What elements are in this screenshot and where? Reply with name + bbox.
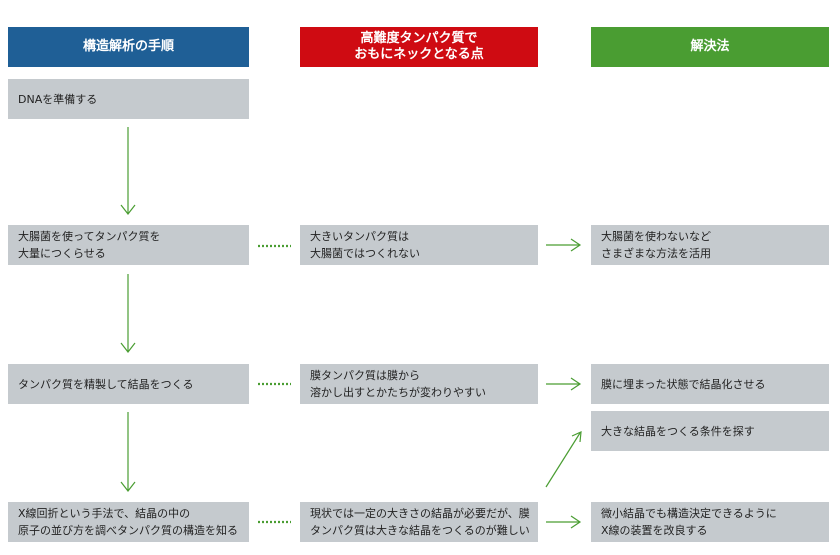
- solution-text: 大きな結晶をつくる条件を探す: [601, 424, 755, 438]
- step-box-ecoli: 大腸菌を使ってタンパク質を 大量につくらせる: [8, 225, 249, 265]
- diagonal-arrow: [545, 431, 582, 488]
- solution-text: X線の装置を改良する: [601, 524, 708, 537]
- bottleneck-text: 溶かし出すとかたちが変わりやすい: [310, 386, 486, 399]
- step-box-xray: X線回折という手法で、結晶の中の 原子の並び方を調べタンパク質の構造を知る: [8, 502, 249, 542]
- bottleneck-text: 大きいタンパク質は: [310, 230, 409, 243]
- steps-header-label: 構造解析の手順: [82, 39, 174, 54]
- step-text: タンパク質を精製して結晶をつくる: [18, 377, 194, 391]
- step-text: X線回折という手法で、結晶の中の: [18, 507, 191, 520]
- bottleneck-box-large-protein: 大きいタンパク質は 大腸菌ではつくれない: [300, 225, 538, 265]
- solution-text: 膜に埋まった状態で結晶化させる: [601, 377, 766, 391]
- down-arrow: [120, 412, 136, 492]
- solution-box-alternative-methods: 大腸菌を使わないなど さまざまな方法を活用: [591, 225, 829, 265]
- bottleneck-header-line1: 高難度タンパク質で: [360, 31, 478, 46]
- step-text: DNAを準備する: [18, 92, 98, 106]
- solution-text: さまざまな方法を活用: [601, 247, 711, 260]
- step-text: 大量につくらせる: [18, 247, 106, 260]
- bottleneck-header: 高難度タンパク質で おもにネックとなる点: [300, 27, 538, 67]
- bottleneck-text: 大腸菌ではつくれない: [310, 247, 420, 260]
- solution-box-xray-improve: 微小結晶でも構造決定できるように X線の装置を改良する: [591, 502, 829, 542]
- down-arrow: [120, 274, 136, 353]
- bottleneck-box-crystal-size: 現状では一定の大きさの結晶が必要だが、膜 タンパク質は大きな結晶をつくるのが難し…: [300, 502, 538, 542]
- solution-box-in-membrane: 膜に埋まった状態で結晶化させる: [591, 364, 829, 404]
- step-box-purify: タンパク質を精製して結晶をつくる: [8, 364, 249, 404]
- bottleneck-header-line2: おもにネックとなる点: [354, 47, 484, 62]
- step-text: 大腸菌を使ってタンパク質を: [18, 230, 161, 243]
- solution-text: 微小結晶でも構造決定できるように: [601, 507, 777, 520]
- bottleneck-text: タンパク質は大きな結晶をつくるのが難しい: [310, 524, 530, 537]
- steps-header: 構造解析の手順: [8, 27, 249, 67]
- step-text: 原子の並び方を調べタンパク質の構造を知る: [18, 524, 238, 537]
- solution-header-label: 解決法: [690, 39, 730, 54]
- right-arrow: [546, 515, 582, 529]
- bottleneck-text: 現状では一定の大きさの結晶が必要だが、膜: [310, 507, 530, 520]
- solution-text: 大腸菌を使わないなど: [601, 230, 711, 243]
- step-box-dna: DNAを準備する: [8, 79, 249, 119]
- right-arrow: [546, 238, 582, 252]
- solution-box-large-crystal: 大きな結晶をつくる条件を探す: [591, 411, 829, 451]
- right-arrow: [546, 377, 582, 391]
- bottleneck-text: 膜タンパク質は膜から: [310, 369, 420, 382]
- down-arrow: [120, 127, 136, 215]
- solution-header: 解決法: [591, 27, 829, 67]
- bottleneck-box-membrane: 膜タンパク質は膜から 溶かし出すとかたちが変わりやすい: [300, 364, 538, 404]
